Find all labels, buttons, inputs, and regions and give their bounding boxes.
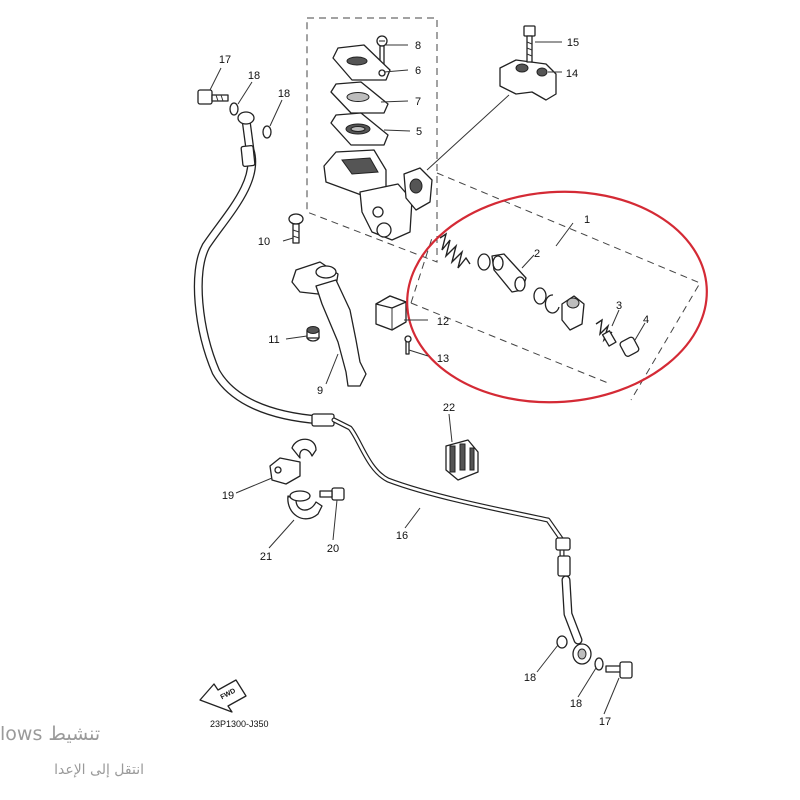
banjo-fitting-bottom <box>572 643 592 665</box>
callout-labels: 1 2 3 4 5 6 7 8 9 10 11 12 13 14 15 16 1… <box>219 37 649 728</box>
callout-15: 15 <box>567 37 579 49</box>
piston-seals <box>533 287 560 314</box>
callout-16: 16 <box>396 530 408 542</box>
copper-washer-18-top-a <box>229 102 239 116</box>
master-cylinder-body <box>323 149 433 241</box>
callout-12: 12 <box>437 316 449 328</box>
callout-13: 13 <box>437 353 449 365</box>
callout-6: 6 <box>415 65 421 77</box>
copper-washer-18-bottom-b <box>594 657 604 671</box>
part-code: 23P1300-J350 <box>210 719 269 729</box>
callout-21: 21 <box>260 551 272 563</box>
hose-guide-22 <box>445 439 479 481</box>
callout-20: 20 <box>327 543 339 555</box>
callout-2: 2 <box>534 248 540 260</box>
callout-18-top-b: 18 <box>278 88 290 100</box>
callout-3: 3 <box>616 300 622 312</box>
callout-18-bottom-a: 18 <box>524 672 536 684</box>
callout-11: 11 <box>268 334 279 346</box>
clamp-19 <box>269 438 317 485</box>
callout-5: 5 <box>416 126 422 138</box>
callout-19: 19 <box>222 490 234 502</box>
spring <box>439 232 471 269</box>
diaphragm-5 <box>330 112 389 146</box>
screw-13 <box>404 335 412 355</box>
lower-hose <box>555 537 583 645</box>
callout-17-bottom: 17 <box>599 716 611 728</box>
clutch-switch-12 <box>375 295 407 331</box>
pivot-bolt-10 <box>288 213 304 244</box>
holder-alignment-line <box>426 94 510 171</box>
highlight-ellipse <box>406 190 708 404</box>
clutch-pipe-16 <box>331 417 565 563</box>
callout-4: 4 <box>643 314 649 326</box>
copper-washer-18-bottom-a <box>556 635 568 649</box>
callout-18-top-a: 18 <box>248 70 260 82</box>
callout-17-top: 17 <box>219 54 231 66</box>
clamp-21 <box>287 490 323 520</box>
callout-14: 14 <box>566 68 578 80</box>
callout-7: 7 <box>415 96 421 108</box>
activation-watermark-line1: lows تنشيط <box>0 723 101 745</box>
union-bolt-17-top <box>197 89 229 105</box>
copper-washer-18-top-b <box>262 125 272 139</box>
activation-watermark-line2: انتقل إلى الإعدا <box>54 762 144 778</box>
clutch-lever-9 <box>291 261 367 387</box>
bushing-11 <box>306 326 320 342</box>
end-nut-4 <box>619 336 640 357</box>
boot <box>561 295 585 331</box>
reservoir-group-box <box>306 17 438 263</box>
leader-lines <box>209 41 646 715</box>
bolt-15 <box>523 25 536 63</box>
callout-8: 8 <box>415 40 421 52</box>
reservoir-cap-6 <box>332 44 391 81</box>
plate-7 <box>330 81 389 114</box>
callout-1: 1 <box>584 214 590 226</box>
bolt-20 <box>319 487 345 501</box>
push-rod-3 <box>595 318 617 347</box>
callout-18-bottom-b: 18 <box>570 698 582 710</box>
callout-9: 9 <box>317 385 323 397</box>
piston-kit-group-box <box>410 172 701 401</box>
holder-14 <box>499 59 557 101</box>
piston-cup <box>477 253 491 271</box>
piston-2 <box>491 253 527 293</box>
forward-arrow-icon: FWD <box>199 679 247 713</box>
clutch-hose <box>193 111 335 427</box>
callout-10: 10 <box>258 236 270 248</box>
callout-22: 22 <box>443 402 455 414</box>
union-bolt-17-bottom <box>605 661 633 679</box>
